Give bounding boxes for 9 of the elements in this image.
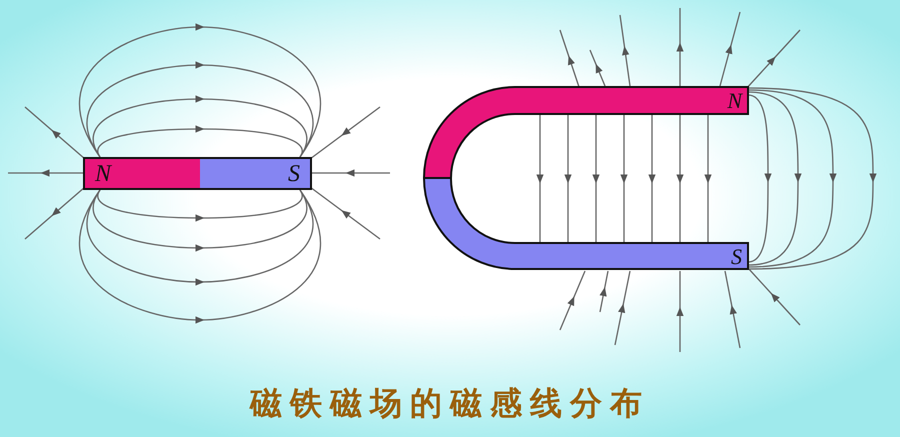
pole-label: N [95, 162, 112, 186]
pole-label: S [731, 246, 742, 268]
horseshoe-magnet-pole [422, 86, 750, 178]
horseshoe-magnet-pole [422, 178, 750, 271]
bar-magnet-pole [83, 157, 200, 190]
pole-label: N [727, 90, 742, 112]
pole-label: S [288, 162, 300, 186]
bar-magnet-pole [200, 157, 312, 190]
caption: 磁铁磁场的磁感线分布 [250, 383, 650, 424]
